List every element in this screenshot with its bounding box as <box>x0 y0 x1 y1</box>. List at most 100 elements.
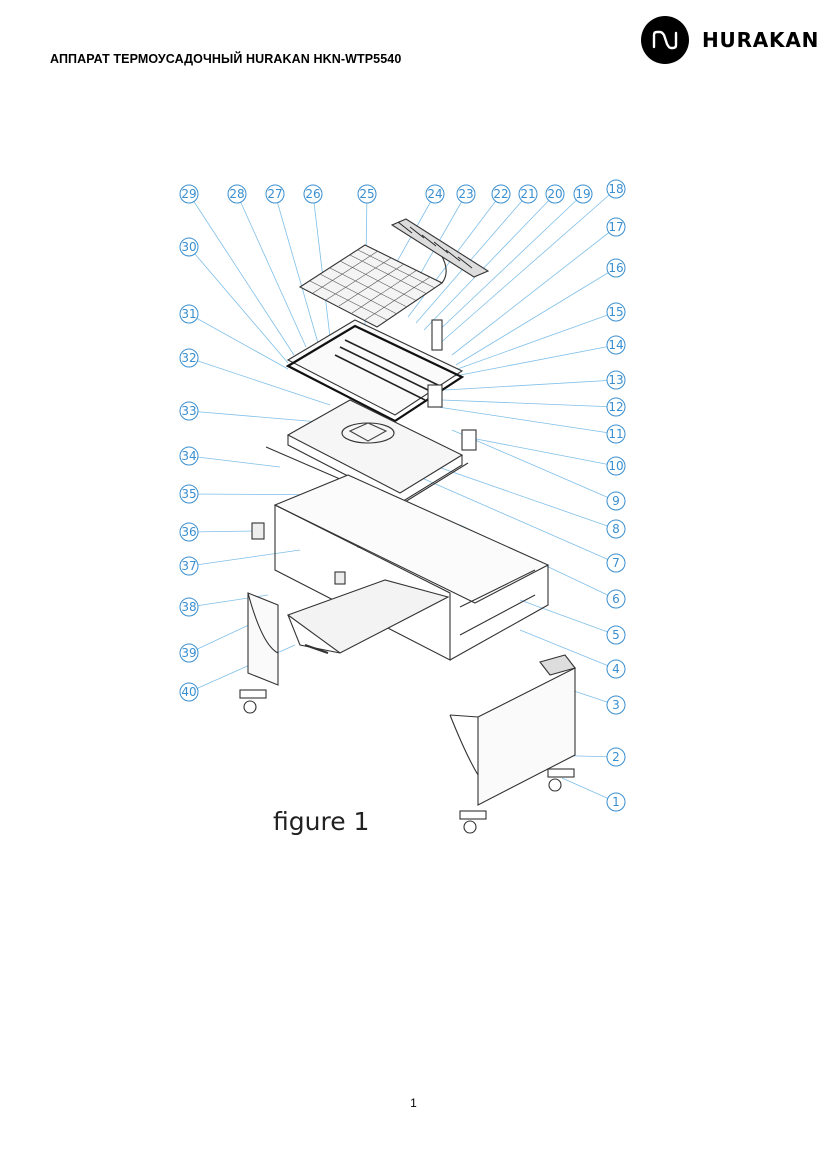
callout-label-40: 40 <box>181 685 196 699</box>
callout-bubble-22 <box>491 184 511 204</box>
callout-bubble-21 <box>518 184 538 204</box>
leader-line-21 <box>415 193 529 324</box>
callout-bubble-4 <box>606 659 626 679</box>
callout-label-24: 24 <box>427 187 442 201</box>
callout-label-3: 3 <box>612 698 620 712</box>
callout-label-1: 1 <box>612 795 620 809</box>
callout-label-14: 14 <box>608 338 623 352</box>
callout-label-30: 30 <box>181 240 196 254</box>
callout-label-25: 25 <box>359 187 374 201</box>
leader-line-5 <box>519 599 617 636</box>
hurakan-logo-icon <box>641 16 689 64</box>
callout-label-23: 23 <box>458 187 473 201</box>
callout-bubble-15 <box>606 302 626 322</box>
callout-bubble-18 <box>606 179 626 199</box>
callout-bubble-9 <box>606 491 626 511</box>
callout-bubble-27 <box>265 184 285 204</box>
leader-line-34 <box>188 455 281 468</box>
leader-line-1 <box>561 777 617 803</box>
callout-bubble-10 <box>606 456 626 476</box>
leader-line-8 <box>417 459 617 530</box>
callout-bubble-25 <box>357 184 377 204</box>
brand-name: HURAKAN <box>702 28 820 52</box>
leader-line-31 <box>188 313 289 370</box>
callout-label-6: 6 <box>612 592 620 606</box>
leader-line-37 <box>188 549 301 567</box>
callout-bubble-36 <box>179 522 199 542</box>
callout-bubble-3 <box>606 695 626 715</box>
callout-bubble-11 <box>606 424 626 444</box>
callout-bubble-14 <box>606 335 626 355</box>
callout-bubble-37 <box>179 556 199 576</box>
leader-line-36 <box>188 530 255 533</box>
page-number: 1 <box>410 1096 417 1110</box>
chute-tray <box>286 579 450 654</box>
machine-body <box>251 474 550 661</box>
callout-label-9: 9 <box>612 494 620 508</box>
callout-label-7: 7 <box>612 556 620 570</box>
callout-bubble-26 <box>303 184 323 204</box>
callout-label-10: 10 <box>608 459 623 473</box>
leader-line-32 <box>188 357 331 406</box>
machine-line-art <box>239 218 576 834</box>
grid-cover <box>298 244 447 328</box>
callout-bubble-1 <box>606 792 626 812</box>
callout-label-37: 37 <box>181 559 196 573</box>
exploded-view-diagram: 1234567891011121314151617181920212223242… <box>179 179 626 834</box>
callout-label-38: 38 <box>181 600 196 614</box>
leader-line-10 <box>465 436 617 467</box>
callout-bubble-33 <box>179 401 199 421</box>
callout-bubble-32 <box>179 348 199 368</box>
callout-label-8: 8 <box>612 522 620 536</box>
leader-line-9 <box>451 429 617 502</box>
leader-line-13 <box>444 379 617 391</box>
callout-bubble-7 <box>606 553 626 573</box>
callout-bubble-20 <box>545 184 565 204</box>
callout-labels: 1234567891011121314151617181920212223242… <box>179 179 626 812</box>
callout-bubble-8 <box>606 519 626 539</box>
callout-label-28: 28 <box>229 187 244 201</box>
callout-bubble-39 <box>179 643 199 663</box>
callout-label-5: 5 <box>612 628 620 642</box>
leader-line-19 <box>431 193 584 338</box>
right-side-panel <box>449 654 576 806</box>
leader-line-12 <box>441 399 617 408</box>
callout-bubble-29 <box>179 184 199 204</box>
callout-label-22: 22 <box>493 187 508 201</box>
leader-line-40 <box>188 644 296 693</box>
callout-label-19: 19 <box>575 187 590 201</box>
grille-strip <box>390 218 490 278</box>
leader-line-11 <box>437 406 617 435</box>
callout-label-11: 11 <box>608 427 623 441</box>
callout-bubble-28 <box>227 184 247 204</box>
callout-bubble-40 <box>179 682 199 702</box>
leader-line-27 <box>274 193 319 344</box>
leader-line-18 <box>437 188 617 346</box>
callout-label-31: 31 <box>181 307 196 321</box>
callout-label-32: 32 <box>181 351 196 365</box>
leader-line-16 <box>455 267 617 366</box>
leader-line-20 <box>423 193 556 331</box>
callout-label-26: 26 <box>305 187 320 201</box>
leader-line-4 <box>519 629 617 670</box>
callout-bubble-17 <box>606 217 626 237</box>
document-title: АППАРАТ ТЕРМОУСАДОЧНЫЙ HURAKAN HKN-WTP55… <box>50 52 402 66</box>
callout-bubble-35 <box>179 484 199 504</box>
callout-label-15: 15 <box>608 305 623 319</box>
callout-label-18: 18 <box>608 182 623 196</box>
callout-label-17: 17 <box>608 220 623 234</box>
callout-label-4: 4 <box>612 662 620 676</box>
leader-line-17 <box>451 226 617 356</box>
callout-bubble-31 <box>179 304 199 324</box>
callout-bubble-30 <box>179 237 199 257</box>
callout-label-35: 35 <box>181 487 196 501</box>
leader-line-14 <box>449 344 617 378</box>
callout-label-39: 39 <box>181 646 196 660</box>
leader-line-30 <box>188 246 289 364</box>
left-side-panel <box>247 592 279 686</box>
callout-bubble-19 <box>573 184 593 204</box>
casters <box>239 689 575 834</box>
callout-bubble-2 <box>606 747 626 767</box>
callout-bubble-5 <box>606 625 626 645</box>
callout-bubble-23 <box>456 184 476 204</box>
